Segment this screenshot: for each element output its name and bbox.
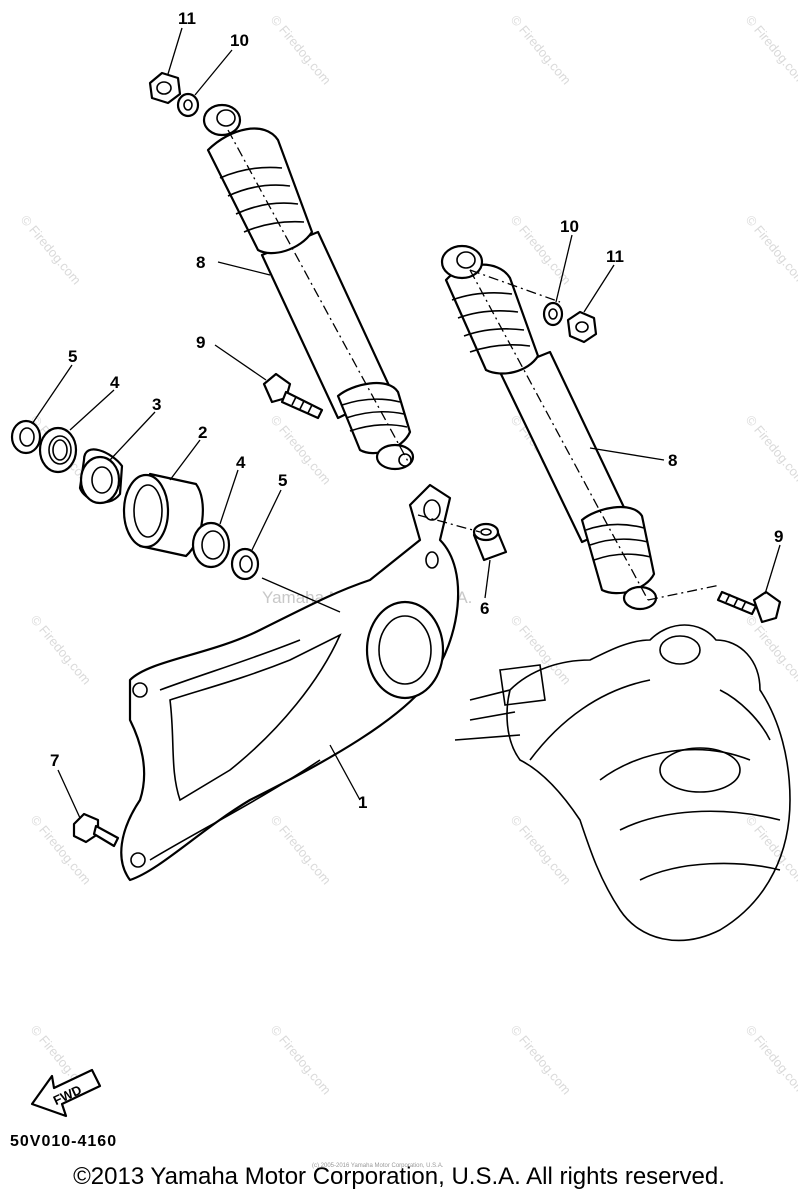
watermark-text: © Firedog.com: [743, 1022, 798, 1097]
callout-1: 1: [358, 793, 367, 812]
leader-lines: [31, 27, 781, 819]
callout-10-left: 10: [230, 31, 249, 50]
watermark-text: © Firedog.com: [508, 1022, 574, 1097]
watermark-text: © Firedog.com: [743, 412, 798, 487]
bearing-3: [78, 448, 124, 505]
engine-case-outline: [454, 624, 791, 942]
callout-11-right: 11: [606, 247, 624, 266]
watermark-text: © Firedog.com: [268, 1022, 334, 1097]
bolt-9-left: [262, 372, 324, 420]
callout-7: 7: [50, 751, 59, 770]
callout-labels: 11 10 8 9 5 4 3 2 4 5 6 7 1 10 11 8 9: [50, 9, 783, 812]
callout-5-left: 5: [68, 347, 77, 366]
copyright-notice: ©2013 Yamaha Motor Corporation, U.S.A. A…: [73, 1163, 725, 1190]
watermark-text: © Firedog.com: [268, 812, 334, 887]
collar-6: [472, 522, 508, 562]
callout-2: 2: [198, 423, 207, 442]
callout-4-right: 4: [236, 453, 246, 472]
washer-10-right: [542, 301, 564, 327]
oil-seal-4-right: [191, 521, 231, 569]
watermark-text: © Firedog.com: [18, 212, 84, 287]
small-copyright: (c) 2005-2016 Yamaha Motor Corporation, …: [312, 1163, 444, 1169]
watermark-text: © Firedog.com: [268, 12, 334, 87]
callout-6: 6: [480, 599, 489, 618]
bolt-9-right: [716, 590, 782, 624]
callout-11-left: 11: [178, 9, 196, 28]
callout-3: 3: [152, 395, 161, 414]
callout-9-left: 9: [196, 333, 205, 352]
watermark-text: © Firedog.com: [743, 12, 798, 87]
nut-11-right: [566, 310, 598, 344]
diagram-code: 50V010-4160: [10, 1133, 118, 1150]
watermark-text: © Firedog.com: [743, 812, 798, 887]
watermark-text: © Firedog.com: [508, 812, 574, 887]
bushing-2: [122, 472, 204, 558]
callout-5-right: 5: [278, 471, 287, 490]
oil-seal-5-right: [230, 547, 260, 581]
watermark-text: © Firedog.com: [743, 212, 798, 287]
rear-arm-1: [120, 483, 460, 882]
oil-seal-4-left: [38, 426, 78, 474]
watermark-text: © Firedog.com: [743, 612, 798, 687]
watermark-text: © Firedog.com: [28, 612, 94, 687]
callout-4-left: 4: [110, 373, 120, 392]
callout-10-right: 10: [560, 217, 579, 236]
oil-seal-5-left: [10, 419, 42, 455]
shock-absorber-right: [440, 244, 721, 611]
callout-8-right: 8: [668, 451, 677, 470]
washer-10-left: [176, 92, 200, 118]
shock-absorber-left: [202, 103, 415, 471]
watermark-text: © Firedog.com: [508, 12, 574, 87]
nut-11-left: [148, 71, 182, 105]
fwd-label: FWD: [51, 1082, 84, 1108]
callout-9-right: 9: [774, 527, 783, 546]
bolt-7: [72, 812, 120, 848]
callout-8-left: 8: [196, 253, 205, 272]
